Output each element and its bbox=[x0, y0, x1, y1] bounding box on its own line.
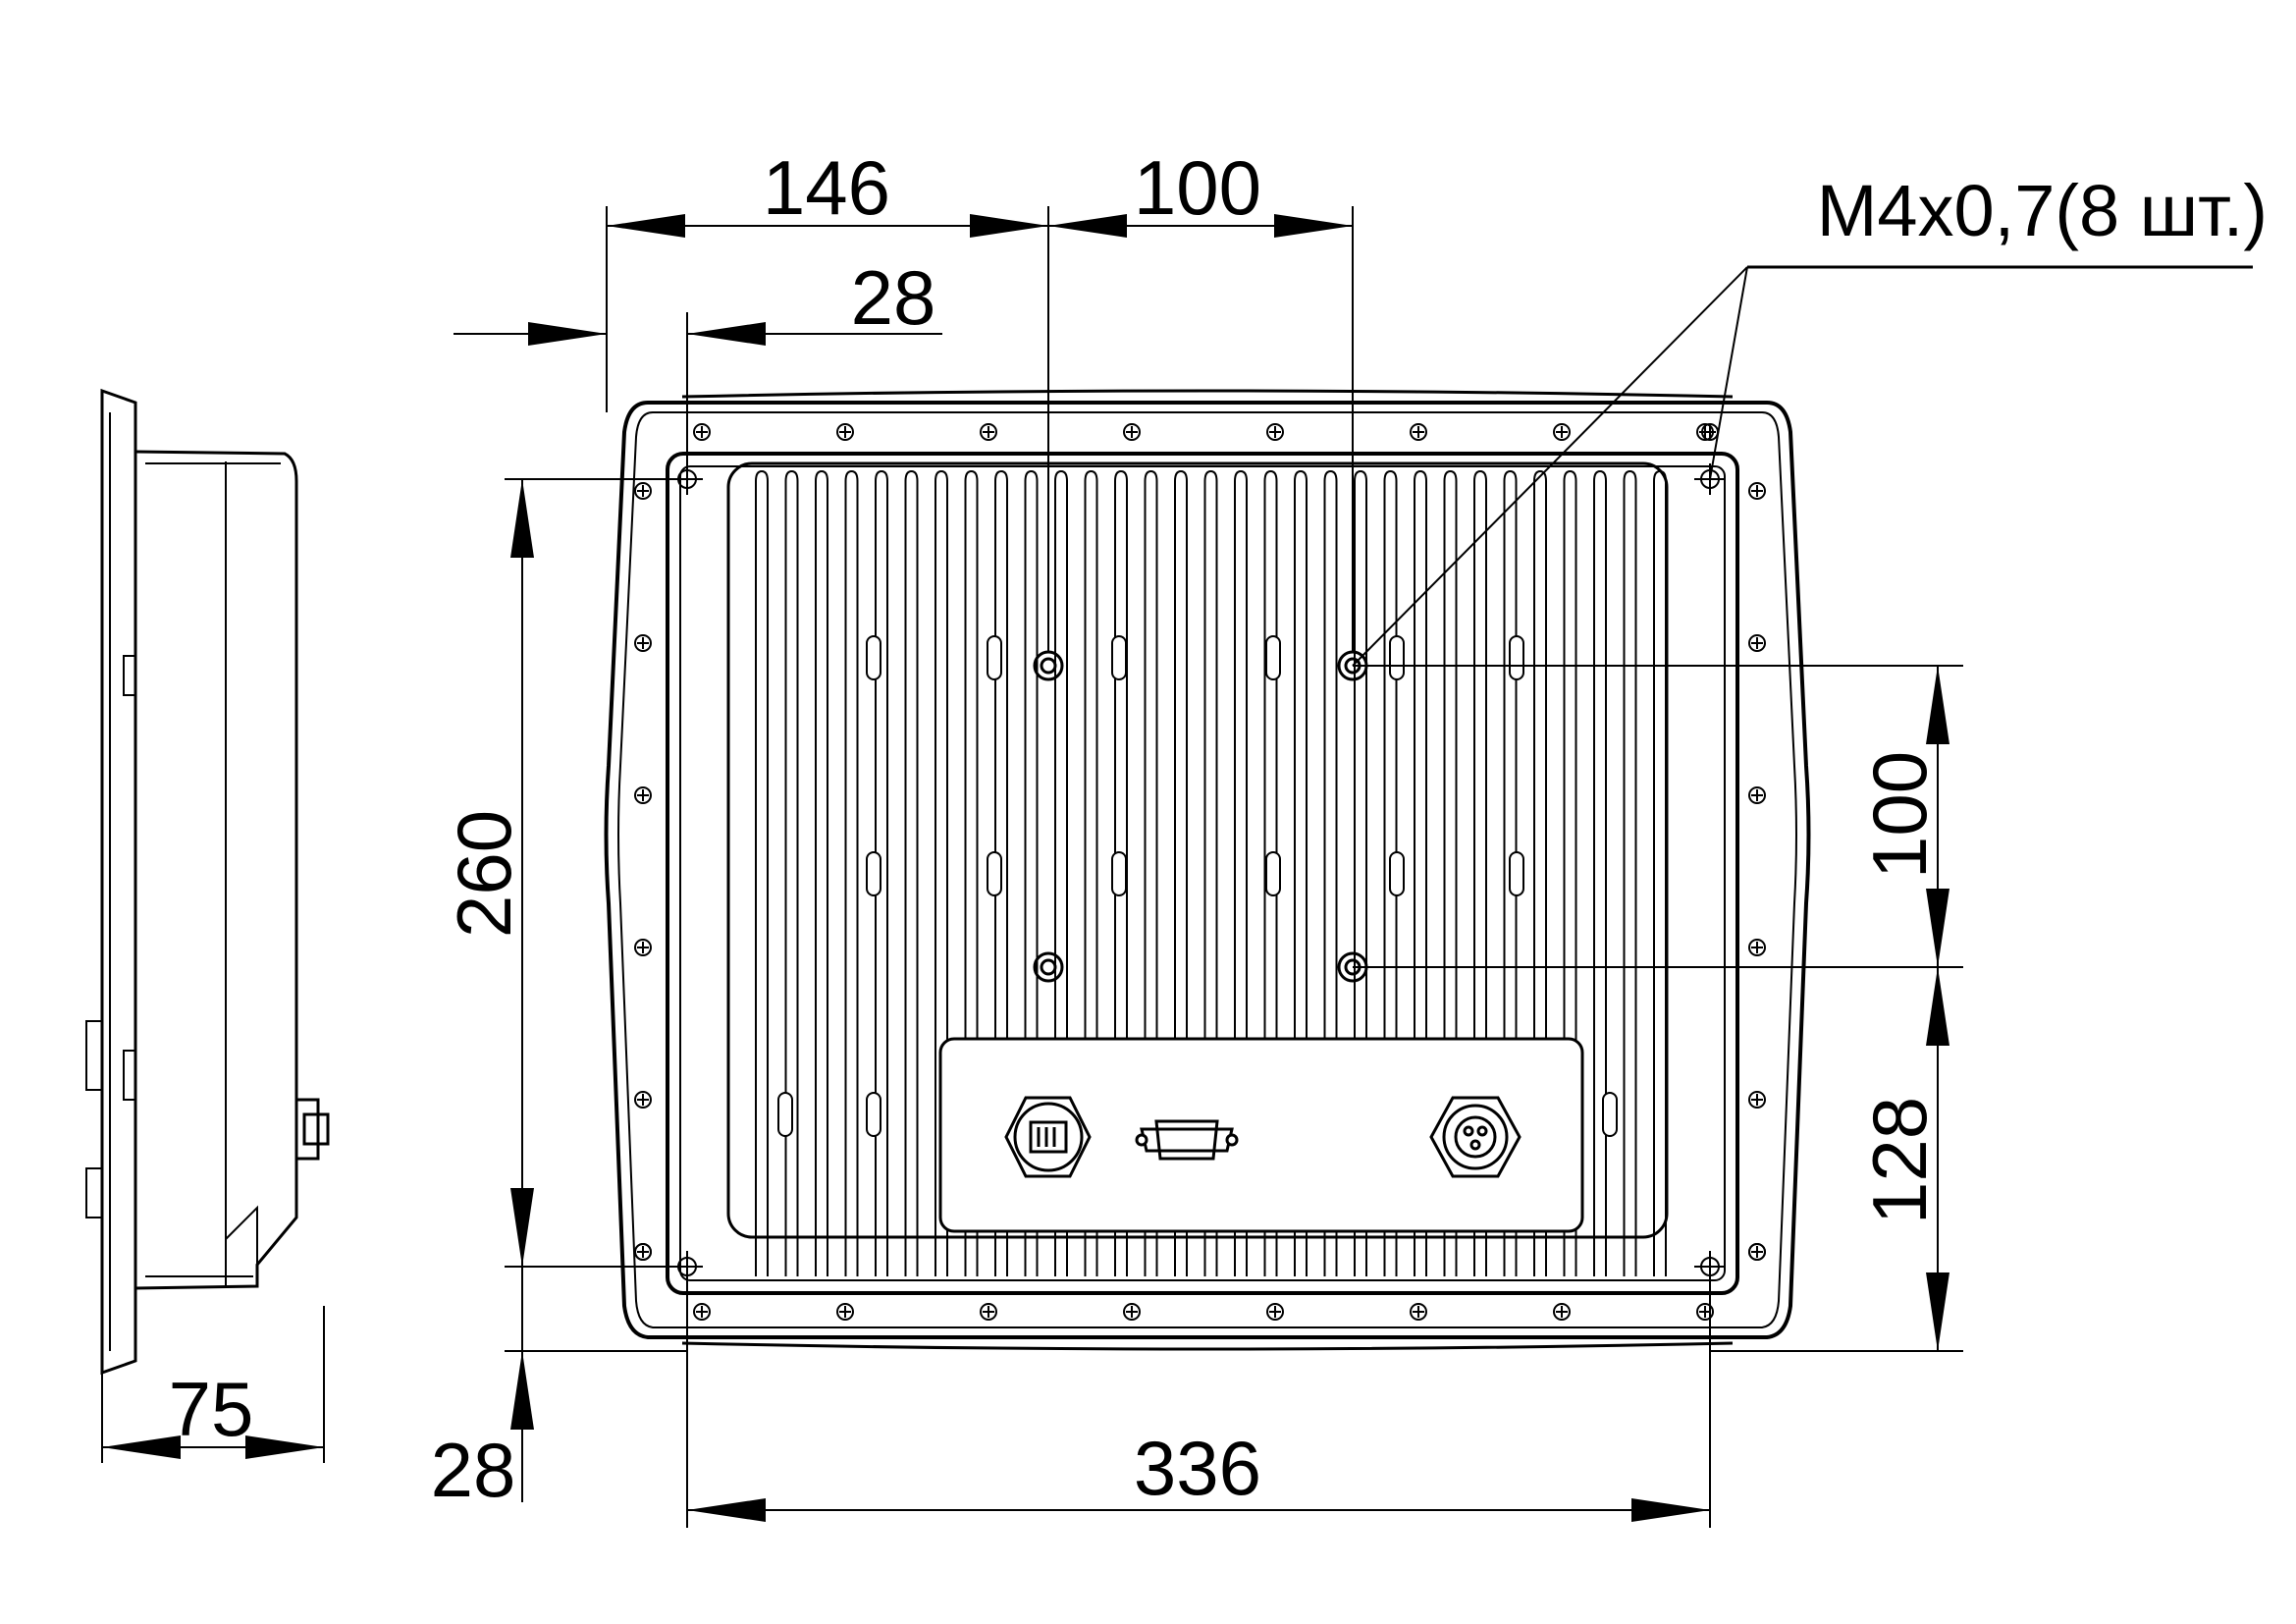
label-thread-callout: M4x0,7(8 шт.) bbox=[1817, 170, 2268, 251]
fin-slot bbox=[1602, 1092, 1618, 1137]
fin-slot bbox=[866, 851, 881, 896]
border-screws bbox=[634, 423, 1766, 1321]
screw bbox=[1553, 1303, 1571, 1321]
usb-connector bbox=[1004, 1096, 1092, 1178]
fin-slot bbox=[987, 851, 1002, 896]
screw bbox=[1266, 1303, 1284, 1321]
vesa-hole-bottom-left bbox=[1033, 951, 1064, 983]
side-view bbox=[85, 388, 330, 1376]
screw bbox=[634, 939, 652, 956]
screw bbox=[693, 1303, 711, 1321]
serial-connector bbox=[1135, 1119, 1239, 1161]
connector-panel bbox=[938, 1037, 1584, 1233]
inner-frame bbox=[666, 452, 1739, 1295]
fin-slot bbox=[1111, 635, 1127, 680]
screw bbox=[693, 423, 711, 441]
screw bbox=[836, 1303, 854, 1321]
label-top-100: 100 bbox=[1134, 144, 1261, 231]
screw bbox=[1748, 1243, 1766, 1261]
screw bbox=[634, 786, 652, 804]
heatsink-fin bbox=[1653, 469, 1667, 1276]
screw bbox=[1748, 1091, 1766, 1109]
heatsink-fin bbox=[1623, 469, 1637, 1276]
screw bbox=[634, 1243, 652, 1261]
heatsink-fin bbox=[755, 469, 769, 1276]
screw bbox=[1748, 786, 1766, 804]
label-right-100: 100 bbox=[1856, 751, 1943, 879]
screw bbox=[1123, 423, 1141, 441]
label-side-depth: 75 bbox=[169, 1366, 254, 1452]
screw bbox=[1123, 1303, 1141, 1321]
dimension-lines bbox=[454, 206, 2253, 1528]
power-connector bbox=[1429, 1096, 1522, 1178]
vesa-hole-top-left bbox=[1033, 650, 1064, 681]
screw bbox=[634, 634, 652, 652]
fin-slot bbox=[777, 1092, 793, 1137]
dim-side-depth bbox=[101, 1306, 325, 1463]
heatsink-fin bbox=[934, 469, 948, 1276]
label-right-128: 128 bbox=[1856, 1097, 1943, 1224]
label-left-28: 28 bbox=[431, 1427, 516, 1513]
screw bbox=[980, 1303, 997, 1321]
screw bbox=[634, 1091, 652, 1109]
heatsink-fin bbox=[784, 469, 799, 1276]
fin-slot bbox=[987, 635, 1002, 680]
screw bbox=[1748, 634, 1766, 652]
screw bbox=[1410, 1303, 1427, 1321]
label-left-260: 260 bbox=[441, 810, 527, 938]
screw bbox=[1553, 423, 1571, 441]
screw bbox=[634, 482, 652, 500]
label-bottom-336: 336 bbox=[1134, 1425, 1261, 1511]
enclosure-back-view bbox=[604, 389, 1811, 1351]
fin-slot bbox=[1111, 851, 1127, 896]
outer-housing bbox=[604, 401, 1811, 1339]
heatsink-fin bbox=[844, 469, 859, 1276]
heatsink-fin bbox=[1593, 469, 1607, 1276]
fin-slot bbox=[1389, 851, 1405, 896]
screw bbox=[836, 423, 854, 441]
screw bbox=[980, 423, 997, 441]
label-top-146: 146 bbox=[763, 144, 890, 231]
fin-slot bbox=[866, 1092, 881, 1137]
fin-slot bbox=[866, 635, 881, 680]
label-top-28: 28 bbox=[851, 254, 936, 341]
screw bbox=[1748, 482, 1766, 500]
fin-slot bbox=[1265, 851, 1281, 896]
fin-slot bbox=[1389, 635, 1405, 680]
screw bbox=[1748, 939, 1766, 956]
screw bbox=[1701, 423, 1719, 441]
fin-slot bbox=[1265, 635, 1281, 680]
heatsink-fin bbox=[815, 469, 828, 1276]
screw bbox=[1266, 423, 1284, 441]
screw bbox=[1410, 423, 1427, 441]
fin-slot bbox=[1509, 851, 1524, 896]
fin-slot bbox=[1509, 635, 1524, 680]
heatsink-fin bbox=[904, 469, 919, 1276]
